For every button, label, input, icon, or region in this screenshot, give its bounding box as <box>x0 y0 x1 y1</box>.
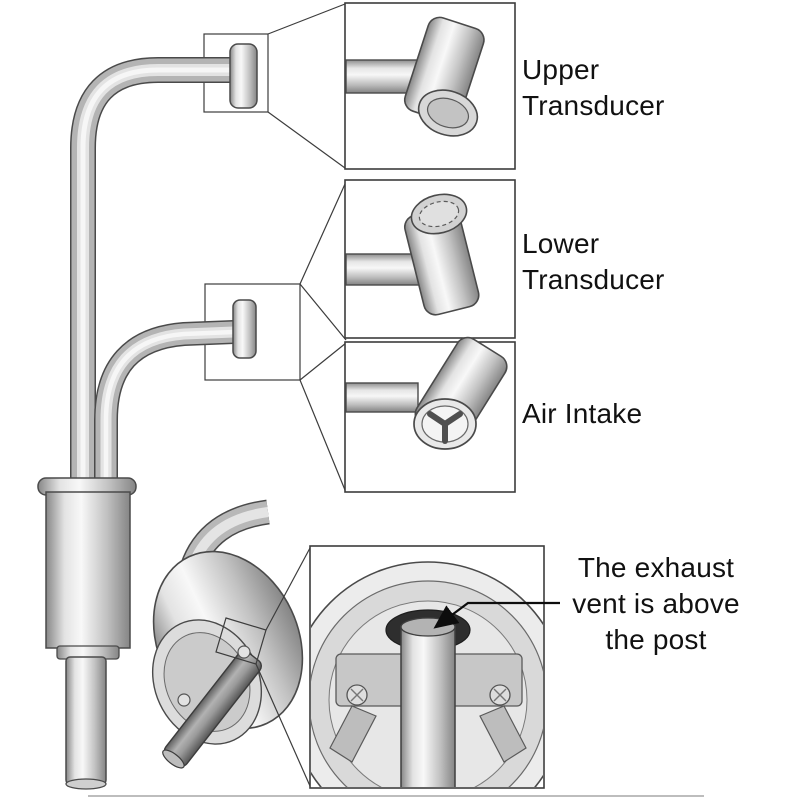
label-upper-transducer: Upper Transducer <box>522 54 665 121</box>
air-intake-divider <box>427 411 463 444</box>
bottom-view-screw-right <box>237 645 251 659</box>
bottom-view-post <box>162 650 262 769</box>
lower-sensor-mount <box>232 299 257 359</box>
lower-rod <box>65 656 107 790</box>
exhaust-detail-screw-right <box>489 684 511 706</box>
detail-box-lower-transducer <box>344 179 516 339</box>
intake-closeup-tube <box>345 382 419 413</box>
main-apparatus <box>37 43 258 790</box>
upper-gooseneck-tube <box>70 57 232 500</box>
upper-detail-projection <box>203 3 346 169</box>
bracket-wing-right <box>479 705 527 763</box>
exhaust-post <box>400 625 456 787</box>
body-cylinder <box>45 491 131 649</box>
label-exhaust-note: The exhaust vent is above the post <box>572 552 740 655</box>
detail-box-air-intake <box>344 336 516 493</box>
bracket-wing-left <box>329 705 377 763</box>
label-lower-transducer: Lower Transducer <box>522 228 665 295</box>
lower-detail-projection <box>204 183 347 491</box>
lower-gooseneck-tube <box>94 320 235 500</box>
exhaust-detail-screw-left <box>346 684 368 706</box>
exhaust-detail-box <box>309 545 545 789</box>
bottom-detail-projection <box>255 547 311 787</box>
detail-box-upper-transducer <box>344 2 516 170</box>
upper-transducer-mount <box>229 43 258 109</box>
upper-transducer-face-inner <box>426 97 470 129</box>
exhaust-leader-arrow <box>433 601 560 629</box>
bottom-overview-view <box>151 499 311 787</box>
lower-transducer-face-knurl <box>418 200 460 228</box>
label-air-intake: Air Intake <box>522 398 643 429</box>
exhaust-post-top <box>400 617 456 637</box>
lower-closeup-tube <box>345 253 425 286</box>
bottom-view-screw-left <box>177 693 191 707</box>
